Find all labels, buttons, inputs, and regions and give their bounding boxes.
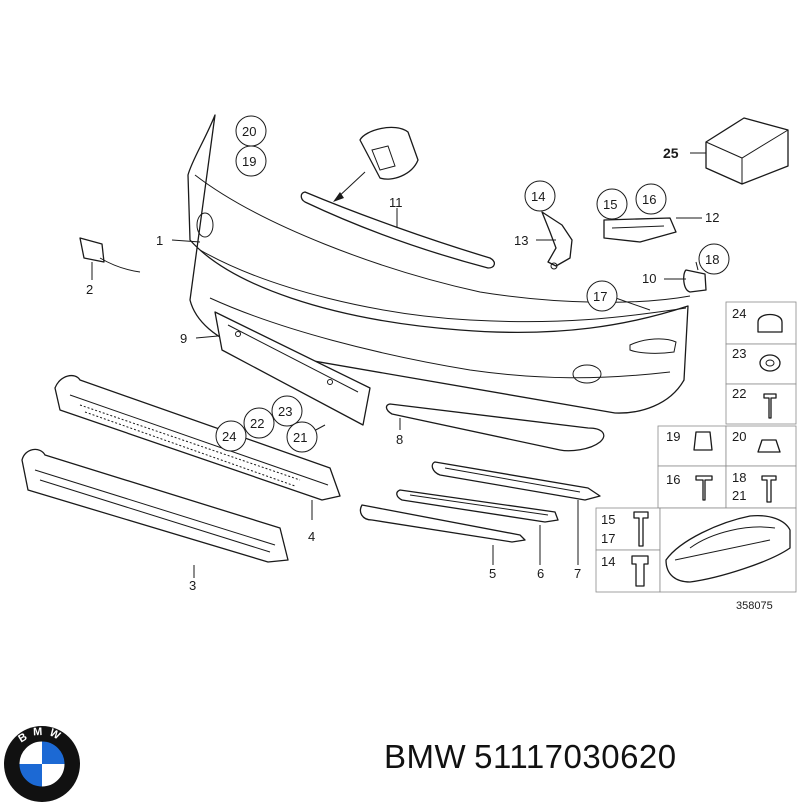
screw-18 bbox=[761, 475, 777, 503]
callout-13: 13 bbox=[514, 233, 528, 248]
callout-1: 1 bbox=[156, 233, 163, 248]
callout-22: 22 bbox=[250, 416, 264, 431]
callout-2: 2 bbox=[86, 282, 93, 297]
bumper-cover bbox=[187, 114, 691, 414]
nut-20 bbox=[757, 439, 781, 453]
callout-25: 25 bbox=[663, 145, 679, 161]
bmw-logo: BMW bbox=[4, 726, 80, 802]
callout-19: 19 bbox=[242, 154, 256, 169]
bolt-14 bbox=[631, 555, 649, 587]
drawing-code: 358075 bbox=[736, 600, 773, 612]
callout-24: 24 bbox=[222, 429, 236, 444]
legend-23: 23 bbox=[732, 346, 746, 361]
legend-21: 21 bbox=[732, 488, 746, 503]
logo-letter-m: M bbox=[33, 726, 49, 739]
bumper-strip bbox=[300, 191, 495, 269]
washer-nozzle bbox=[683, 261, 707, 293]
tow-hook-cover bbox=[79, 237, 141, 273]
logo-quadrant-blue-bl bbox=[19, 764, 42, 787]
legend-24: 24 bbox=[732, 306, 746, 321]
hardware-legend: 24 23 22 19 20 16 18 21 15 17 14 358075 bbox=[595, 301, 797, 612]
callout-17: 17 bbox=[593, 289, 607, 304]
grille-upper bbox=[54, 374, 341, 501]
callout-18: 18 bbox=[705, 252, 719, 267]
cap-24 bbox=[757, 313, 783, 333]
bracket-6 bbox=[396, 489, 559, 523]
callout-9: 9 bbox=[180, 331, 187, 346]
callout-21: 21 bbox=[293, 430, 307, 445]
callouts: 1 2 3 4 5 6 7 8 9 10 11 12 13 25 20 19 1… bbox=[86, 115, 730, 593]
legend-18: 18 bbox=[732, 470, 746, 485]
bracket-7 bbox=[431, 461, 601, 501]
clip-detail bbox=[333, 126, 419, 202]
callout-4: 4 bbox=[308, 529, 315, 544]
rivet-15 bbox=[633, 511, 649, 547]
legend-19: 19 bbox=[666, 429, 680, 444]
leader-lines bbox=[91, 152, 706, 578]
washer-23 bbox=[759, 354, 781, 372]
callout-20: 20 bbox=[242, 124, 256, 139]
logo-quadrant-blue-tr bbox=[42, 741, 65, 764]
callout-14: 14 bbox=[531, 189, 545, 204]
callout-5: 5 bbox=[489, 566, 496, 581]
legend-16: 16 bbox=[666, 472, 680, 487]
bracket-5 bbox=[359, 504, 526, 543]
callout-3: 3 bbox=[189, 578, 196, 593]
part-number: 51117030620 bbox=[474, 738, 677, 775]
callout-12: 12 bbox=[705, 210, 719, 225]
callout-10: 10 bbox=[642, 271, 656, 286]
callout-15: 15 bbox=[603, 197, 617, 212]
callout-7: 7 bbox=[574, 566, 581, 581]
legend-15: 15 bbox=[601, 512, 615, 527]
legend-20: 20 bbox=[732, 429, 746, 444]
screw-16 bbox=[695, 475, 713, 501]
callout-16: 16 bbox=[642, 192, 656, 207]
bracket-12 bbox=[603, 217, 677, 243]
clip-19 bbox=[693, 431, 713, 451]
legend-14: 14 bbox=[601, 554, 615, 569]
brand-name: BMW bbox=[384, 738, 467, 775]
license-plate-base bbox=[214, 311, 371, 426]
callout-6: 6 bbox=[537, 566, 544, 581]
callout-11: 11 bbox=[389, 195, 403, 210]
grille-lower bbox=[21, 448, 289, 563]
callout-23: 23 bbox=[278, 404, 292, 419]
package-box bbox=[705, 117, 789, 185]
legend-22: 22 bbox=[732, 386, 746, 401]
callout-8: 8 bbox=[396, 432, 403, 447]
legend-17: 17 bbox=[601, 531, 615, 546]
screw-22 bbox=[763, 393, 777, 419]
side-strip bbox=[385, 403, 605, 452]
bracket-13 bbox=[541, 211, 573, 270]
